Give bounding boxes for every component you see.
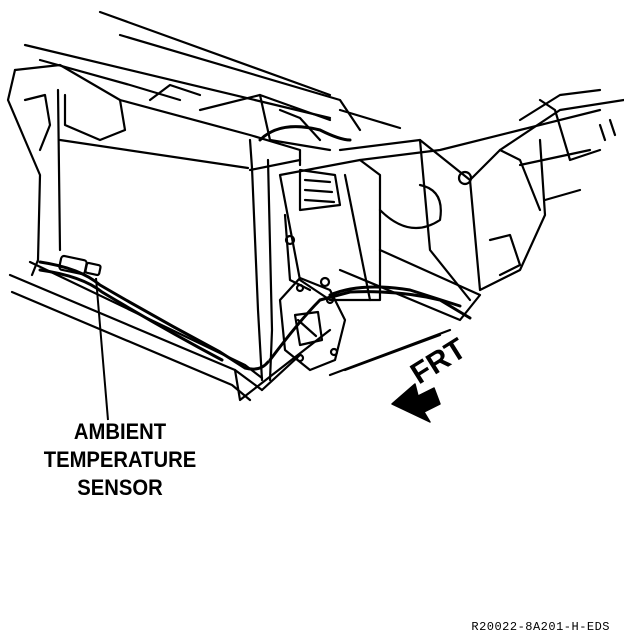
figure-code: R20022-8A201-H-EDS	[471, 620, 610, 634]
callout-line-3: SENSOR	[77, 475, 163, 500]
wiring-harness	[38, 125, 472, 371]
radiator-support-frame	[6, 63, 332, 382]
callout-leader-line	[95, 277, 109, 421]
callout-line-1: AMBIENT	[73, 419, 167, 444]
ambient-temperature-sensor	[58, 254, 102, 277]
sensor-callout-label: AMBIENT TEMPERATURE SENSOR	[28, 418, 212, 502]
hood-edge-lines	[23, 10, 402, 132]
fender-apron	[338, 88, 624, 322]
bumper-bracket-plate	[278, 276, 452, 377]
lower-crossmember	[8, 260, 332, 402]
front-direction-arrow	[391, 383, 441, 423]
callout-line-2: TEMPERATURE	[43, 447, 197, 472]
side-bracket	[278, 158, 382, 302]
